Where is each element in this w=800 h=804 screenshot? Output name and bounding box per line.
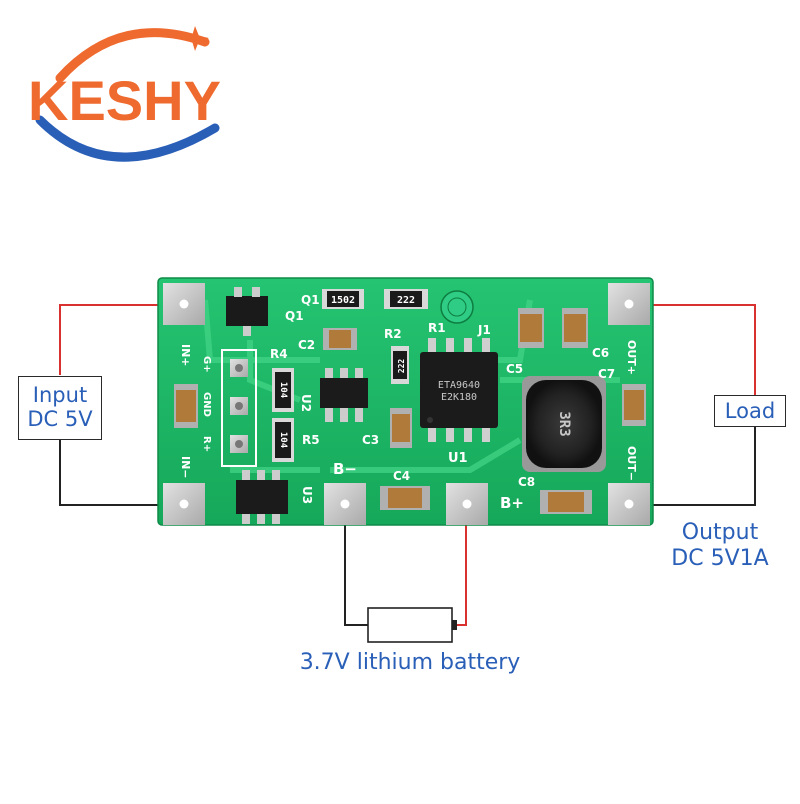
c2-capacitor [323,328,357,350]
svg-text:3R3: 3R3 [556,411,572,436]
keshy-logo: KESHY [28,26,221,162]
svg-text:E2K180: E2K180 [441,392,477,403]
label-r1: R1 [428,321,446,335]
label-u3: U3 [300,486,314,504]
svg-text:222: 222 [397,359,406,374]
q1-transistor [226,287,268,336]
label-out-plus: OUT+ [625,340,638,375]
wire-load-plus [630,304,756,395]
label-c4: C4 [393,469,410,483]
label-r5: R5 [302,433,320,447]
logo-swoosh-bottom [35,115,220,162]
logo-star-icon [182,26,209,51]
label-c2: C2 [298,338,315,352]
input-label-line1: Input [32,383,88,407]
c4-capacitor [380,486,430,510]
r1-resistor: 222 [384,289,428,309]
label-out-minus: OUT− [625,446,638,481]
input-capacitor [174,384,198,428]
label-b-minus: B− [333,460,357,478]
u2-chip [320,368,368,422]
load-label: Load [724,399,776,423]
svg-text:104: 104 [278,432,288,449]
r5-resistor: 104 [272,418,294,462]
svg-text:104: 104 [278,382,288,399]
load-label-box: Load [714,395,786,427]
logo-text: KESHY [28,69,221,132]
r3-resistor: 1502 [322,289,364,309]
silkscreen: Q1 Q1 C2 R4 R2 R1 J1 C5 C6 C7 U2 R5 C3 U… [179,293,638,512]
c6-capacitor [562,308,588,348]
label-c3: C3 [362,433,379,447]
u1-chip: ETA9640 E2K180 [420,338,498,442]
label-gnd: GND [201,392,212,417]
j1-component [440,290,474,324]
pin-header [221,349,257,467]
output-label-line2: DC 5V1A [671,546,769,571]
wire-battery-minus [344,505,368,626]
output-label-line1: Output [681,520,759,545]
c8-capacitor [540,490,592,514]
input-label-box: Input DC 5V [18,376,102,440]
wire-battery-plus [455,505,467,626]
pcb-board: 1502 222 222 [157,277,654,526]
wire-input-minus [59,440,180,506]
input-label-line2: DC 5V [27,407,93,431]
inductor: 3R3 [522,376,606,472]
battery-label: 3.7V lithium battery [299,650,521,675]
c7-capacitor [622,384,646,426]
logo-swoosh-top [55,28,210,83]
label-r-plus: R+ [201,436,212,452]
svg-text:1502: 1502 [331,295,355,306]
wire-load-minus [630,427,756,506]
label-u1: U1 [448,451,468,466]
r2-resistor: 222 [391,346,409,384]
output-label: Output DC 5V1A [660,520,780,572]
wire-input-plus [59,304,180,375]
label-c8: C8 [518,475,535,489]
label-b-plus: B+ [500,494,524,512]
label-r2: R2 [384,327,402,341]
label-r4: R4 [270,347,288,361]
pads [163,283,650,525]
u3-chip [236,470,288,524]
battery-symbol [367,607,457,643]
c5-capacitor [518,308,544,348]
c3-capacitor [390,408,412,448]
label-j1: J1 [477,323,491,337]
label-q1: Q1 [301,293,320,307]
label-q1b: Q1 [285,309,304,323]
label-u2: U2 [299,394,313,412]
label-g-plus: G+ [201,356,212,373]
label-c7: C7 [598,367,615,381]
label-in-minus: IN− [179,456,192,479]
svg-text:222: 222 [397,295,415,306]
wires [59,304,756,626]
svg-text:ETA9640: ETA9640 [438,380,480,391]
label-c5: C5 [506,362,523,376]
r4-resistor: 104 [272,368,294,412]
label-c6: C6 [592,346,609,360]
label-in-plus: IN+ [179,344,192,367]
